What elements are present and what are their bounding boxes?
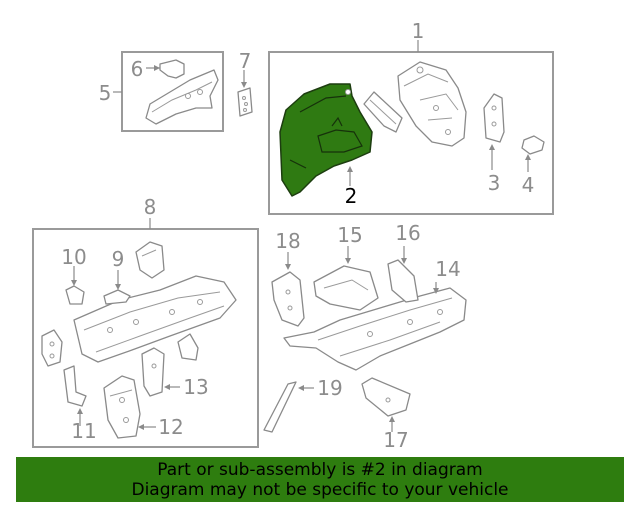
part-18-panel[interactable] (271, 271, 305, 327)
callout-14[interactable]: 14 (435, 257, 460, 281)
part-13-bracket[interactable] (141, 347, 165, 397)
callout-8[interactable]: 8 (144, 195, 157, 219)
callout-2[interactable]: 2 (345, 184, 358, 208)
callout-3[interactable]: 3 (488, 171, 501, 195)
part-9-bracket[interactable] (103, 289, 131, 305)
part-17-bracket[interactable] (361, 377, 411, 417)
part-8-side-plate[interactable] (41, 329, 63, 367)
callout-18[interactable]: 18 (275, 229, 300, 253)
part-8-upper-bracket[interactable] (135, 241, 165, 279)
part-14-frame-rail[interactable] (283, 287, 467, 371)
callout-10[interactable]: 10 (61, 245, 86, 269)
callout-17[interactable]: 17 (383, 428, 408, 452)
banner-line-1: Part or sub-assembly is #2 in diagram (157, 460, 483, 480)
part-8-front-rail[interactable] (73, 275, 237, 363)
callout-7[interactable]: 7 (239, 49, 252, 73)
callout-5[interactable]: 5 (99, 81, 112, 105)
part-1-apron-assembly[interactable] (397, 61, 467, 147)
part-1-reinforcement[interactable] (363, 91, 403, 133)
part-6-bracket[interactable] (159, 59, 185, 79)
callout-4[interactable]: 4 (522, 173, 535, 197)
callout-6[interactable]: 6 (131, 57, 144, 81)
part-7-small-plate[interactable] (237, 87, 253, 117)
info-banner: Part or sub-assembly is #2 in diagram Di… (16, 457, 624, 502)
part-15-crossmember[interactable] (313, 265, 379, 311)
group-box-1 (268, 51, 554, 215)
part-3-bracket[interactable] (483, 93, 505, 143)
part-10-bracket[interactable] (65, 285, 85, 305)
part-16-bracket[interactable] (387, 259, 419, 303)
callout-11[interactable]: 11 (71, 419, 96, 443)
part-5-upper-rail[interactable] (145, 69, 219, 125)
group-box-8 (32, 228, 259, 448)
part-4-clip[interactable] (521, 135, 545, 155)
callout-12[interactable]: 12 (158, 415, 183, 439)
callout-15[interactable]: 15 (337, 223, 362, 247)
callout-9[interactable]: 9 (112, 247, 125, 271)
part-2-wheelhouse-panel[interactable] (279, 83, 373, 197)
banner-line-2: Diagram may not be specific to your vehi… (131, 480, 509, 500)
callout-19[interactable]: 19 (317, 376, 342, 400)
callout-1[interactable]: 1 (412, 19, 425, 43)
callout-13[interactable]: 13 (183, 375, 208, 399)
callout-16[interactable]: 16 (395, 221, 420, 245)
part-11-bracket[interactable] (63, 365, 87, 407)
part-19-brace[interactable] (263, 381, 297, 433)
part-12-reinforcement[interactable] (103, 375, 141, 439)
part-8-bracket-b[interactable] (177, 333, 199, 361)
